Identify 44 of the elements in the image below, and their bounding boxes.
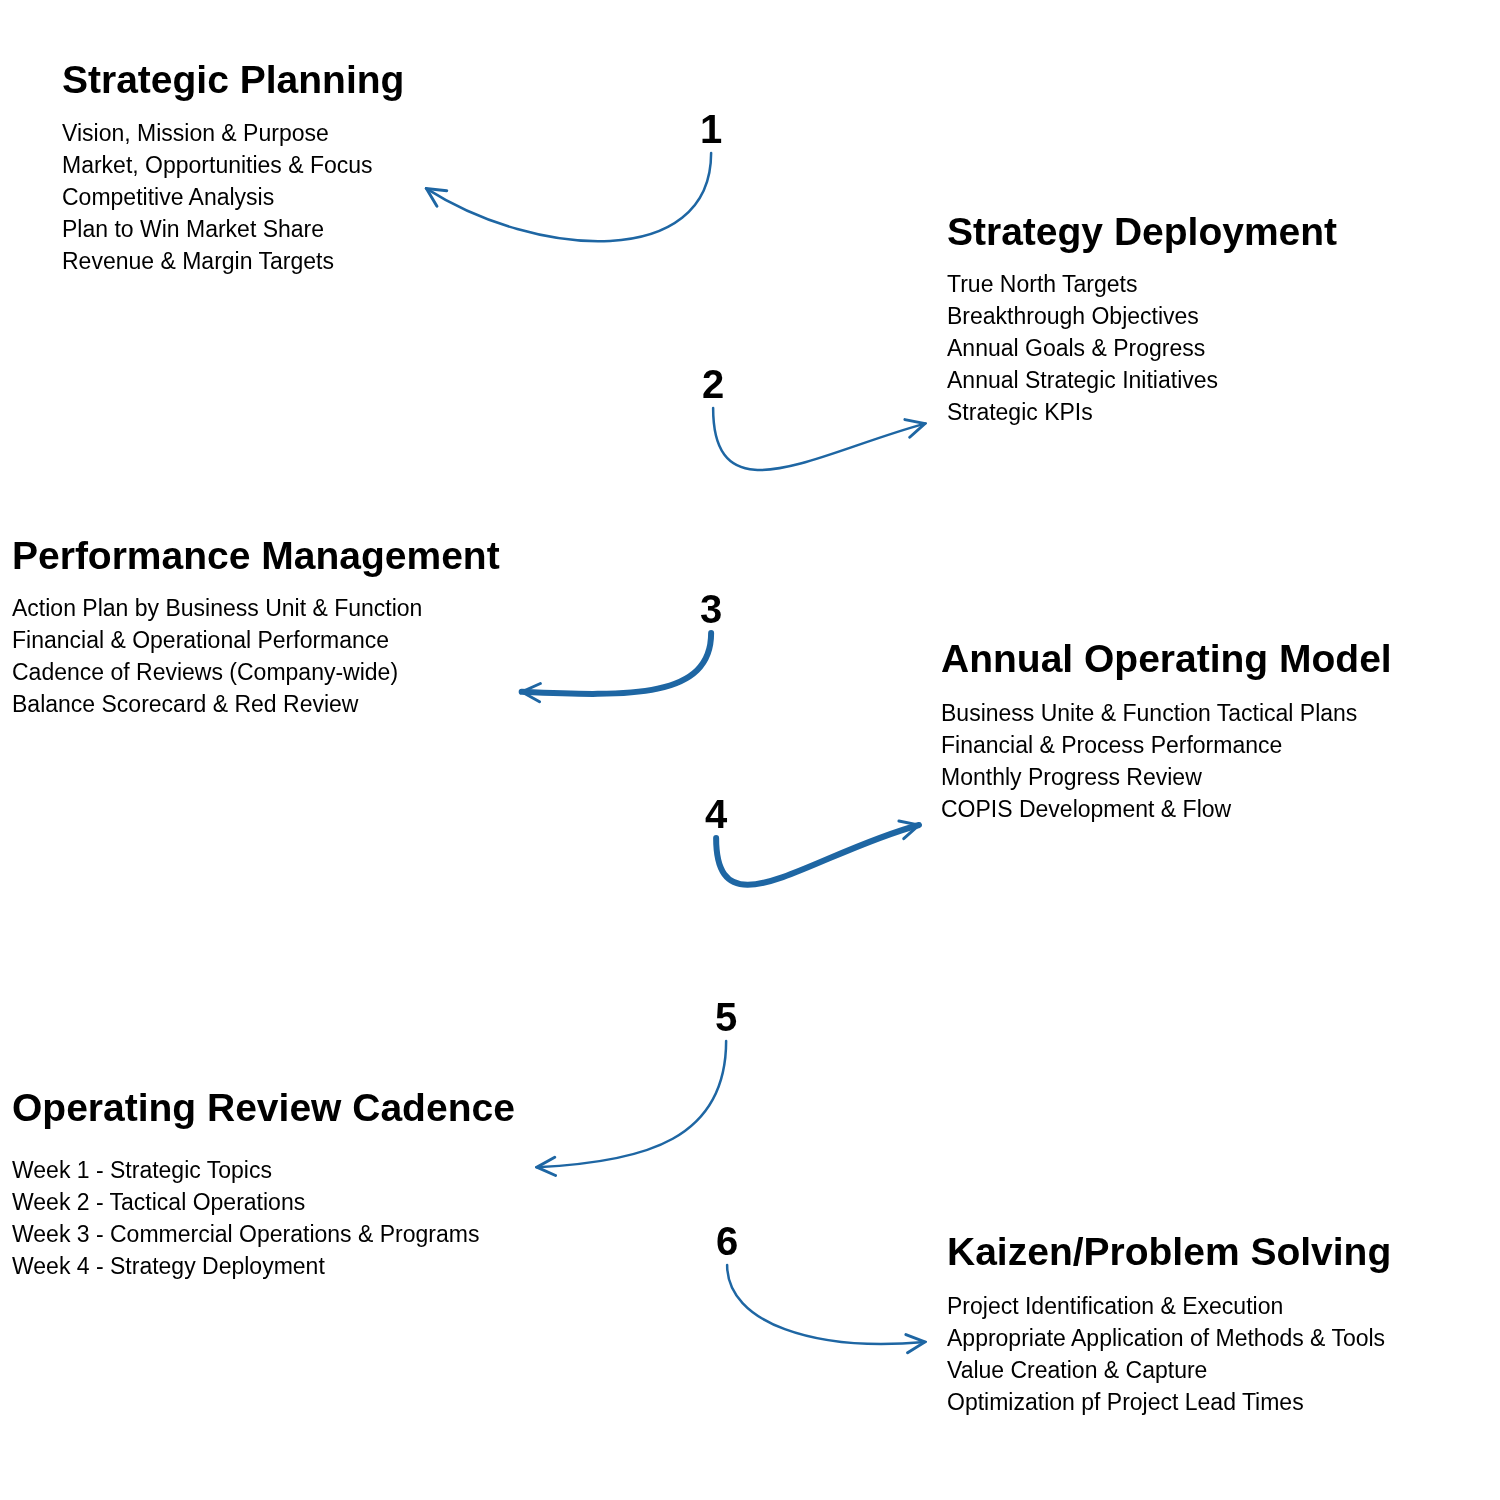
list-item: Financial & Operational Performance <box>12 626 390 655</box>
list-item: Plan to Win Market Share <box>62 215 325 244</box>
curved-arrow <box>713 820 922 888</box>
list-item: Breakthrough Objectives <box>947 302 1199 331</box>
list-item: True North Targets <box>947 270 1138 299</box>
section-heading: Strategy Deployment <box>947 209 1338 255</box>
list-item: Revenue & Margin Targets <box>62 247 334 276</box>
list-item: Financial & Process Performance <box>941 731 1283 760</box>
list-item: Appropriate Application of Methods & Tools <box>947 1324 1386 1353</box>
curved-arrow <box>424 151 713 243</box>
list-item: Annual Goals & Progress <box>947 334 1206 363</box>
curved-arrow <box>711 406 927 472</box>
section-heading: Annual Operating Model <box>941 636 1392 682</box>
section-heading: Kaizen/Problem Solving <box>947 1229 1392 1275</box>
step-number: 4 <box>705 790 728 838</box>
list-item: Value Creation & Capture <box>947 1356 1208 1385</box>
list-item: Project Identification & Execution <box>947 1292 1284 1321</box>
step-number: 1 <box>700 105 723 153</box>
list-item: Optimization pf Project Lead Times <box>947 1388 1304 1417</box>
list-item: Strategic KPIs <box>947 398 1093 427</box>
section-heading: Operating Review Cadence <box>12 1085 515 1131</box>
list-item: Annual Strategic Initiatives <box>947 366 1219 395</box>
list-item: Business Unite & Function Tactical Plans <box>941 699 1358 728</box>
step-number: 3 <box>700 585 723 633</box>
curved-arrow <box>725 1263 927 1354</box>
list-item: Competitive Analysis <box>62 183 275 212</box>
curved-arrow <box>535 1039 728 1177</box>
list-item: Week 4 - Strategy Deployment <box>12 1252 325 1281</box>
list-item: Monthly Progress Review <box>941 763 1202 792</box>
list-item: Week 2 - Tactical Operations <box>12 1188 306 1217</box>
step-number: 6 <box>716 1217 739 1265</box>
section-heading: Strategic Planning <box>62 57 405 103</box>
curved-arrow <box>518 630 715 704</box>
section-heading: Performance Management <box>12 533 500 579</box>
list-item: Week 1 - Strategic Topics <box>12 1156 272 1185</box>
step-number: 5 <box>715 993 738 1041</box>
list-item: Balance Scorecard & Red Review <box>12 690 359 719</box>
list-item: Week 3 - Commercial Operations & Programs <box>12 1220 480 1249</box>
list-item: Cadence of Reviews (Company-wide) <box>12 658 399 687</box>
list-item: Vision, Mission & Purpose <box>62 119 329 148</box>
step-number: 2 <box>702 360 725 408</box>
list-item: Market, Opportunities & Focus <box>62 151 373 180</box>
list-item: COPIS Development & Flow <box>941 795 1232 824</box>
list-item: Action Plan by Business Unit & Function <box>12 594 423 623</box>
